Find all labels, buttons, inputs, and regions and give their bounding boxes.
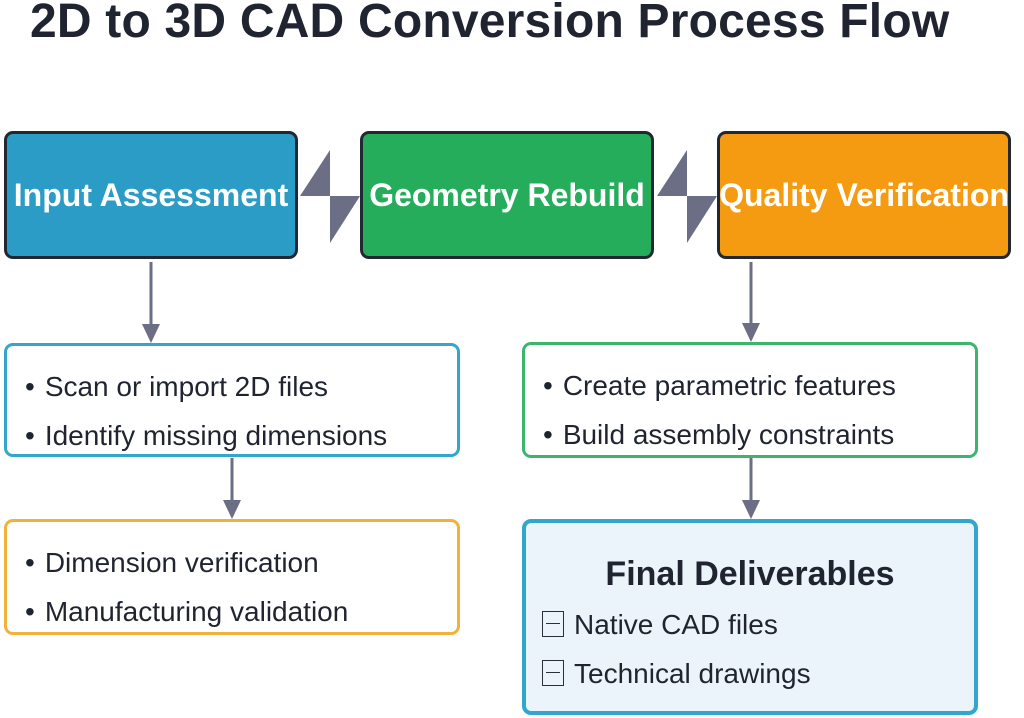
arrow-input-to-steps	[142, 262, 160, 343]
list-item: Manufacturing validation	[25, 587, 457, 636]
stage-label: Quality Verification	[719, 176, 1009, 213]
diagram-title: 2D to 3D CAD Conversion Process Flow	[30, 0, 950, 48]
arrow-rebuild-steps-to-final	[742, 458, 760, 519]
list-item: Dimension verification	[25, 538, 457, 587]
arrow-steps-to-checks	[223, 458, 241, 519]
list-item: Technical drawings	[542, 649, 974, 698]
stage-geometry-rebuild: Geometry Rebuild	[360, 131, 654, 259]
missing-glyph-icon	[542, 611, 564, 637]
deliverable-label: Technical drawings	[574, 658, 811, 689]
list-item: Scan or import 2D files	[25, 362, 457, 411]
list-item: Identify missing dimensions	[25, 411, 457, 460]
list-item: Create parametric features	[543, 361, 975, 410]
deliverable-label: Native CAD files	[574, 609, 778, 640]
input-steps-box: Scan or import 2D files Identify missing…	[4, 343, 460, 457]
list-item: Native CAD files	[542, 600, 974, 649]
final-deliverables-title: Final Deliverables	[605, 555, 895, 593]
stage-label: Input Assessment	[13, 176, 289, 213]
stage-input-assessment: Input Assessment	[4, 131, 298, 259]
stage-label: Geometry Rebuild	[369, 176, 645, 213]
missing-glyph-icon	[542, 660, 564, 686]
final-deliverables-box: Final Deliverables Native CAD files Tech…	[522, 519, 978, 715]
arrow-quality-to-rebuild-steps	[742, 262, 760, 342]
stage-connector-2-3	[657, 150, 717, 243]
input-checks-box: Dimension verification Manufacturing val…	[4, 519, 460, 635]
list-item: Build assembly constraints	[543, 410, 975, 459]
stage-connector-1-2	[300, 150, 360, 243]
rebuild-steps-box: Create parametric features Build assembl…	[522, 342, 978, 458]
stage-quality-verification: Quality Verification	[717, 131, 1011, 259]
